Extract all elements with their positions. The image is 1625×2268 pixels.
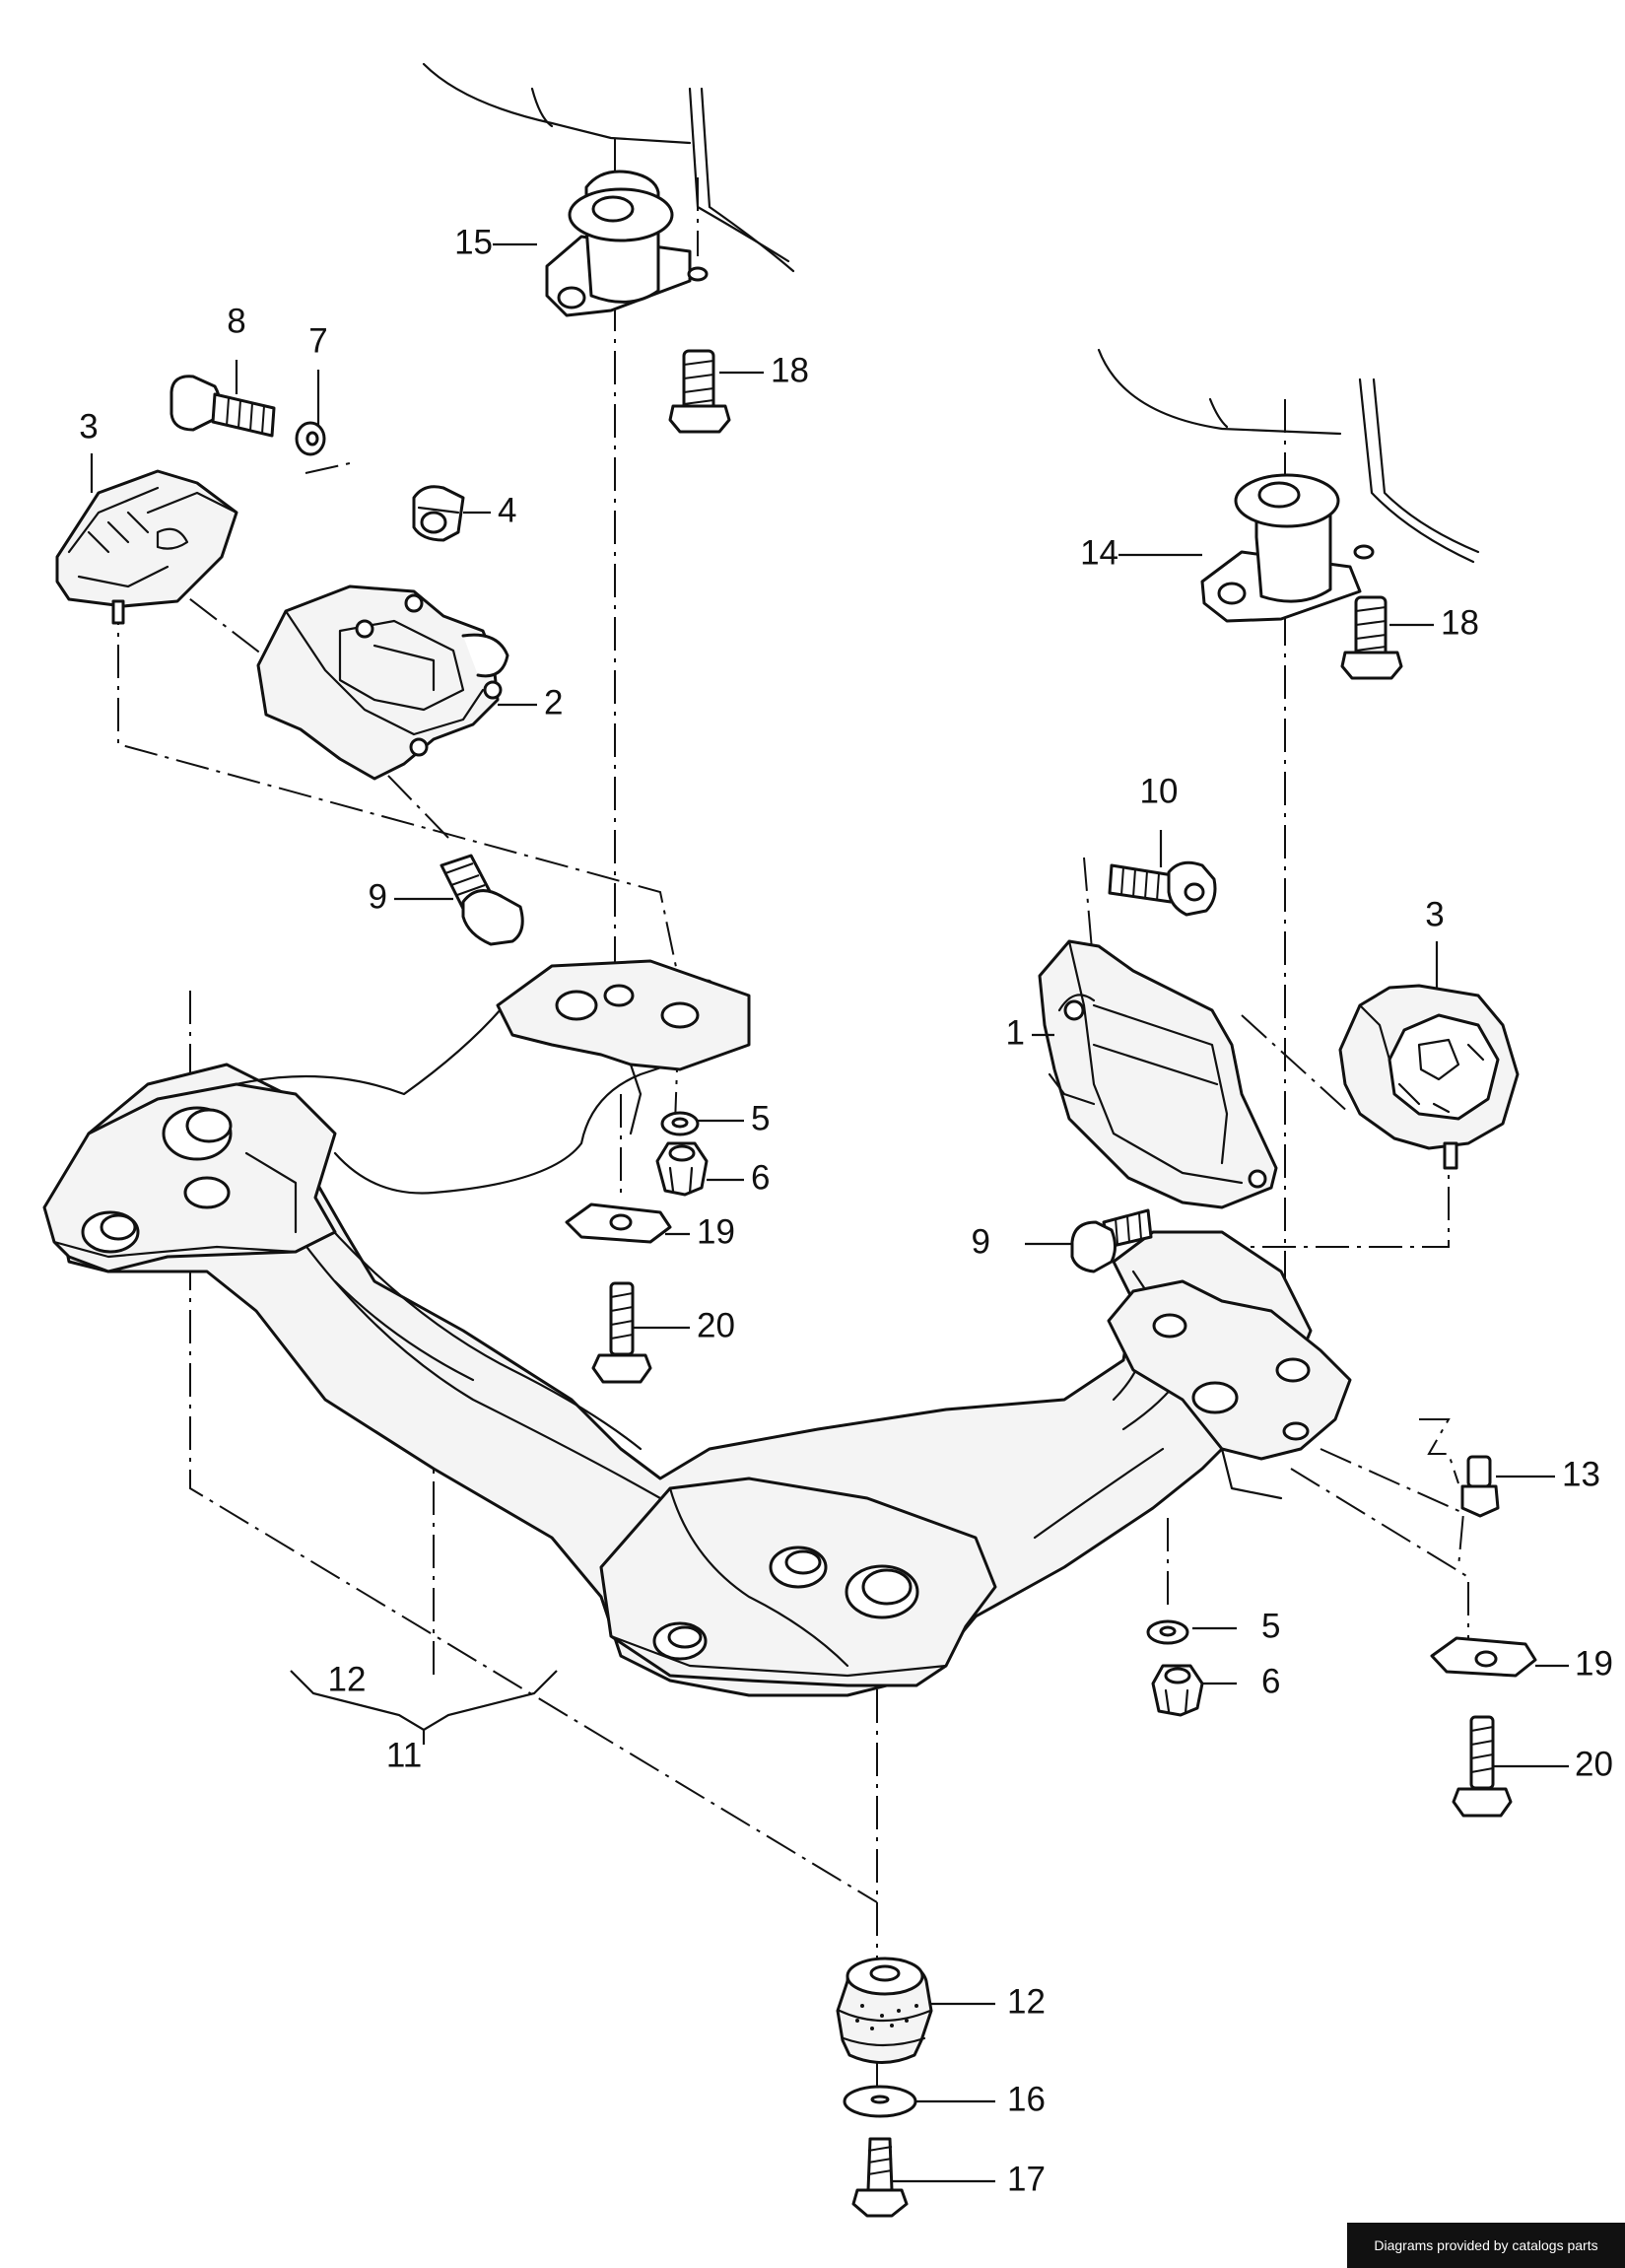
bolt-18-upper	[668, 349, 731, 434]
mount-3-left	[55, 469, 238, 625]
mount-14	[1200, 473, 1375, 623]
label-12-mount: 12	[1007, 1982, 1046, 2021]
washer-7	[295, 421, 326, 456]
nut-6-upper	[655, 1141, 709, 1197]
mount-3-right	[1338, 984, 1520, 1170]
label-3-right: 3	[1425, 895, 1444, 933]
label-17: 17	[1007, 2160, 1046, 2198]
leader-lines	[90, 242, 1569, 2183]
screw-17	[851, 2137, 909, 2218]
label-18-upper: 18	[771, 351, 809, 389]
label-1: 1	[1006, 1013, 1025, 1052]
label-19-upper: 19	[697, 1212, 735, 1251]
label-20-lower: 20	[1575, 1745, 1613, 1783]
nut-6-lower	[1151, 1664, 1204, 1717]
label-6-upper: 6	[751, 1158, 770, 1197]
label-3-left: 3	[79, 407, 98, 446]
label-11: 11	[386, 1736, 422, 1774]
bolt-20-lower	[1452, 1715, 1513, 1818]
label-12-group: 12	[328, 1660, 367, 1698]
bolt-20-upper	[591, 1281, 652, 1384]
label-2: 2	[544, 683, 563, 722]
label-10: 10	[1140, 772, 1179, 810]
label-7: 7	[308, 321, 327, 360]
label-18-right: 18	[1441, 603, 1479, 642]
body-outline-left	[422, 62, 795, 273]
rubber-mount-12	[836, 1957, 933, 2064]
mount-15	[545, 170, 709, 317]
label-9-lower: 9	[972, 1222, 990, 1261]
label-6-lower: 6	[1261, 1662, 1280, 1700]
bracket-2	[256, 584, 509, 781]
label-8: 8	[227, 302, 245, 340]
clip-19-upper	[565, 1203, 672, 1244]
label-5-upper: 5	[751, 1099, 770, 1137]
subframe-right-bracket	[1107, 1279, 1352, 1500]
bolt-8	[169, 375, 276, 438]
label-16: 16	[1007, 2080, 1046, 2118]
bracket-1	[1038, 939, 1278, 1209]
washer-5-lower	[1146, 1619, 1189, 1645]
label-15: 15	[454, 223, 493, 261]
label-20-upper: 20	[697, 1306, 735, 1344]
washer-5-upper	[660, 1111, 700, 1136]
label-19-lower: 19	[1575, 1644, 1613, 1683]
bolt-18-right	[1340, 595, 1403, 680]
clip-19-lower	[1430, 1636, 1537, 1678]
nut-4	[412, 485, 465, 542]
subframe-left-pad	[42, 1082, 337, 1273]
label-14: 14	[1080, 533, 1118, 572]
body-outline-right	[1097, 348, 1480, 564]
subframe-upper-left-bracket	[496, 959, 751, 1135]
bolt-9-lower	[1070, 1208, 1153, 1273]
washer-16	[843, 2085, 917, 2118]
label-9-upper: 9	[369, 877, 387, 916]
bolt-10	[1108, 860, 1217, 917]
label-13: 13	[1562, 1455, 1600, 1493]
bolt-9-upper	[440, 854, 524, 946]
label-4: 4	[498, 491, 516, 529]
bolt-13	[1460, 1455, 1500, 1518]
subframe-rear-pad	[599, 1477, 997, 1687]
part-labels: 15 18 14 18 8 7 3 4 2 9 1 10 3 9 5 6 19 …	[79, 223, 1613, 2198]
label-5-lower: 5	[1261, 1607, 1280, 1645]
credit-banner: Diagrams provided by catalogs parts	[1347, 2223, 1625, 2268]
